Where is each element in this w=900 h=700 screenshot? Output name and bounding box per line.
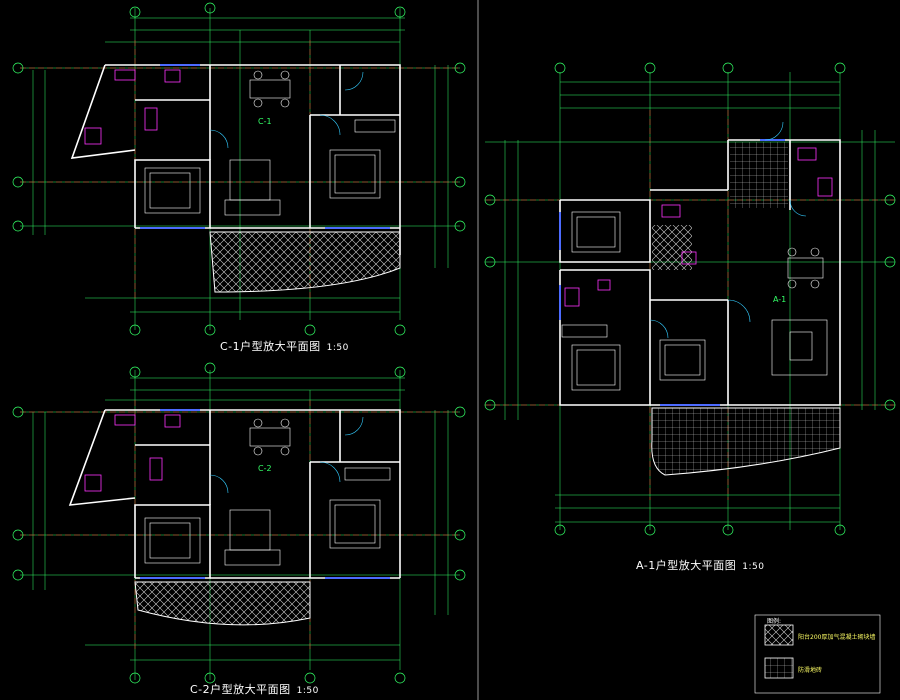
grid-hatch-icon bbox=[764, 657, 794, 679]
c2-fixtures bbox=[84, 414, 181, 492]
c2-walls bbox=[68, 409, 401, 579]
c2-axis-bubbles bbox=[12, 362, 466, 684]
legend bbox=[754, 614, 881, 694]
a1-bath-hatch bbox=[652, 225, 692, 270]
c1-furniture bbox=[144, 70, 396, 216]
c1-fixtures bbox=[84, 69, 181, 145]
c2-dimensions bbox=[20, 370, 460, 680]
a1-axis-bubbles bbox=[484, 62, 896, 536]
plan-c1 bbox=[12, 2, 466, 336]
c2-doors bbox=[209, 416, 364, 494]
a1-fixtures bbox=[564, 147, 833, 307]
a1-doors bbox=[649, 121, 807, 339]
c2-plan-tag: C-2 bbox=[258, 464, 272, 473]
plan-c2 bbox=[12, 362, 466, 684]
c2-furniture bbox=[144, 418, 391, 566]
diagonal-hatch-icon bbox=[764, 624, 794, 646]
a1-furniture bbox=[561, 211, 828, 391]
c1-doors bbox=[209, 71, 364, 149]
a1-balcony-tile bbox=[651, 407, 841, 476]
legend-item-tile-label: 防滑地砖 bbox=[798, 667, 823, 674]
legend-item-wall-label: 阳台200厚加气混凝土砌块墙 bbox=[798, 634, 876, 641]
plan-a1 bbox=[484, 62, 896, 536]
a1-kitchen-tile bbox=[730, 142, 788, 208]
a1-plan-tag: A-1 bbox=[773, 295, 787, 304]
c2-balcony-hatch bbox=[134, 581, 311, 626]
c1-balcony-hatch bbox=[209, 231, 401, 293]
c1-axis-bubbles bbox=[12, 2, 466, 336]
c2-windows bbox=[140, 409, 390, 579]
c1-plan-tag: C-1 bbox=[258, 117, 272, 126]
c1-windows bbox=[140, 64, 390, 229]
legend-heading: 图例: bbox=[767, 618, 782, 625]
a1-windows bbox=[559, 139, 785, 406]
